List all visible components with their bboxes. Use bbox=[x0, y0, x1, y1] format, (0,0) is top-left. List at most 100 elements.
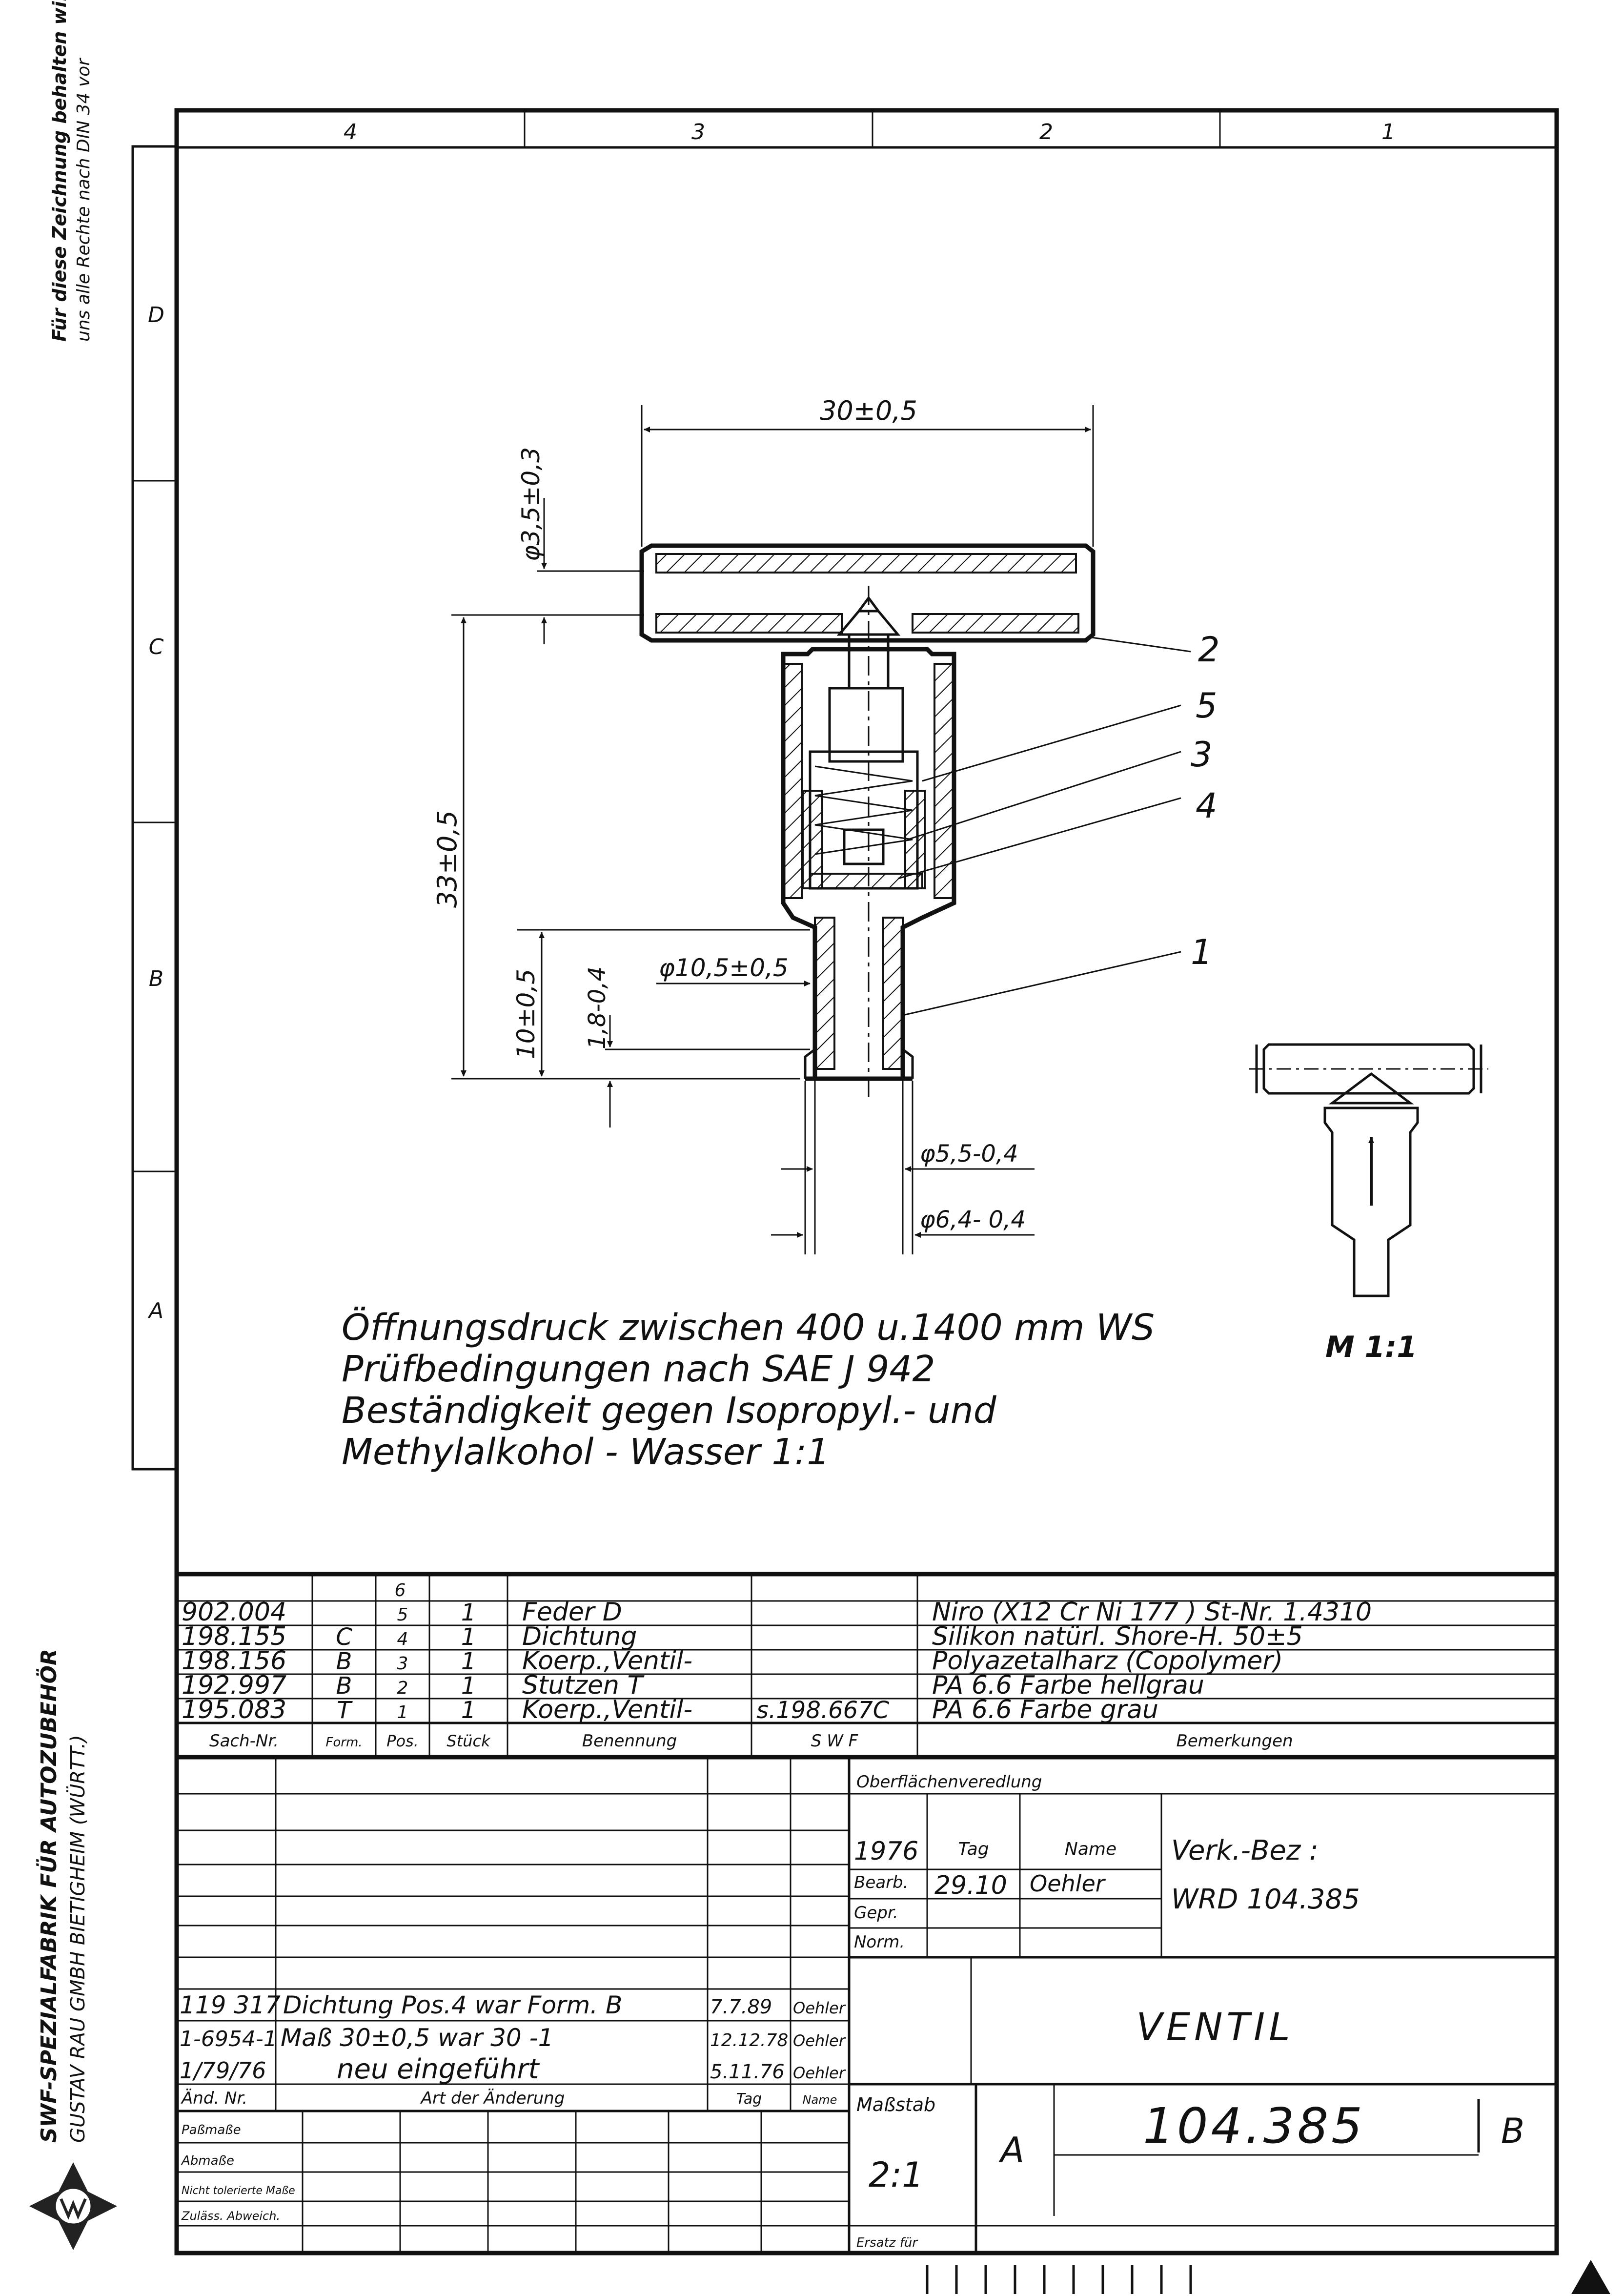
row5-stueck: 1 bbox=[461, 1697, 476, 1724]
tb-revision: B bbox=[1501, 2111, 1524, 2151]
grid-row-C: C bbox=[149, 635, 164, 659]
row2-form: C bbox=[336, 1623, 352, 1651]
change2-nr: 1-6954-1 bbox=[180, 2027, 277, 2051]
company-name: SWF-SPEZIALFABRIK FÜR AUTOZUBEHÖR GUSTAV… bbox=[36, 1649, 89, 2143]
notice-line-2: uns alle Rechte nach DIN 34 vor bbox=[74, 58, 94, 342]
hdr-form: Form. bbox=[325, 1735, 362, 1750]
dim-stem-dia-2: φ6,4- 0,4 bbox=[920, 1206, 1026, 1233]
swf-logo bbox=[29, 2162, 117, 2250]
row4-form: B bbox=[336, 1672, 352, 1700]
change3-art: neu eingeführt bbox=[337, 2053, 540, 2085]
change-hdr-name: Name bbox=[803, 2093, 837, 2107]
change-hdr-nr: Änd. Nr. bbox=[181, 2089, 247, 2108]
change2-tag: 12.12.78 bbox=[710, 2030, 788, 2050]
hdr-swf: S W F bbox=[811, 1731, 858, 1751]
change3-name: Oehler bbox=[793, 2064, 846, 2082]
dimensions: 30±0,5 φ3,5±0,3 33±0,5 10±0,5 1,8-0,4 φ1… bbox=[432, 395, 1094, 1254]
tb-bearb-date: 29.10 bbox=[934, 1871, 1007, 1900]
row5-swf: s.198.667C bbox=[756, 1697, 890, 1724]
tb-title: VENTIL bbox=[1136, 2006, 1294, 2050]
row1-bemerkungen: Niro (X12 Cr Ni 177 ) St-Nr. 1.4310 bbox=[932, 1598, 1372, 1627]
hdr-sach-nr: Sach-Nr. bbox=[209, 1731, 279, 1751]
row5-bemerkungen: PA 6.6 Farbe grau bbox=[932, 1695, 1158, 1724]
row3-bemerkungen: Polyazetalharz (Copolymer) bbox=[932, 1646, 1283, 1676]
tb-ersatz-label: Ersatz für bbox=[856, 2235, 918, 2250]
technical-notes: Öffnungsdruck zwischen 400 u.1400 mm WS … bbox=[342, 1306, 1155, 1473]
grid-row-A: A bbox=[147, 1298, 163, 1323]
grid-col-2: 2 bbox=[1039, 120, 1053, 144]
tol-abmasse: Abmaße bbox=[181, 2153, 234, 2168]
tol-passmasse: Paßmaße bbox=[182, 2123, 241, 2137]
scale-1-1-view: M 1:1 bbox=[1249, 1043, 1488, 1364]
callout-2: 2 bbox=[1198, 630, 1220, 670]
change3-tag: 5.11.76 bbox=[710, 2061, 785, 2083]
change1-name: Oehler bbox=[793, 1999, 846, 2017]
row5-benennung: Koerp.,Ventil- bbox=[522, 1695, 692, 1724]
dim-height: 33±0,5 bbox=[432, 810, 463, 908]
tol-nicht-tol: Nicht tolerierte Maße bbox=[182, 2185, 295, 2197]
change-hdr-tag: Tag bbox=[736, 2091, 762, 2108]
sheet-frame bbox=[174, 108, 1559, 2255]
scale-label: M 1:1 bbox=[1325, 1330, 1417, 1364]
row2-stueck: 1 bbox=[461, 1623, 476, 1651]
change3-nr: 1/79/76 bbox=[180, 2057, 266, 2084]
notice-line-1: Für diese Zeichnung behalten wir bbox=[49, 0, 70, 342]
row1-pos: 5 bbox=[397, 1605, 408, 1625]
tb-tag-label: Tag bbox=[958, 1839, 989, 1859]
change2-art: Maß 30±0,5 war 30 -1 bbox=[281, 2024, 553, 2052]
row4-stueck: 1 bbox=[461, 1672, 476, 1700]
company-line-2: GUSTAV RAU GMBH BIETIGHEIM (WÜRTT.) bbox=[66, 1735, 89, 2143]
grid-row-D: D bbox=[148, 303, 164, 328]
tb-format: A bbox=[998, 2130, 1024, 2171]
change-hdr-art: Art der Änderung bbox=[420, 2089, 565, 2108]
dim-stem-length: 10±0,5 bbox=[512, 969, 540, 1059]
row3-sach-nr: 198.156 bbox=[182, 1646, 286, 1676]
tol-zulaess: Zuläss. Abweich. bbox=[181, 2209, 280, 2223]
row4-sach-nr: 192.997 bbox=[182, 1671, 286, 1700]
row2-benennung: Dichtung bbox=[522, 1622, 637, 1651]
change1-nr: 119 317 bbox=[180, 1991, 281, 2019]
tb-verk-value: WRD 104.385 bbox=[1171, 1884, 1360, 1915]
dim-width: 30±0,5 bbox=[820, 395, 917, 426]
change1-tag: 7.7.89 bbox=[710, 1996, 772, 2018]
row2-pos: 4 bbox=[397, 1629, 408, 1649]
tb-norm-label: Norm. bbox=[854, 1932, 905, 1952]
row5-pos: 1 bbox=[397, 1702, 408, 1722]
grid-col-3: 3 bbox=[691, 120, 705, 144]
title-block: 119 317 Dichtung Pos.4 war Form. B 7.7.8… bbox=[177, 1757, 1557, 2253]
callout-1: 1 bbox=[1191, 932, 1213, 972]
tb-gepr-label: Gepr. bbox=[854, 1903, 898, 1923]
note-line-3: Beständigkeit gegen Isopropyl.- und bbox=[342, 1390, 997, 1432]
row3-form: B bbox=[336, 1648, 352, 1675]
tb-drawing-no: 104.385 bbox=[1143, 2097, 1365, 2154]
row4-pos: 2 bbox=[397, 1678, 408, 1698]
row1-benennung: Feder D bbox=[522, 1598, 622, 1627]
parts-list: 6 902.004 5 1 Feder D Niro (X12 Cr Ni 17… bbox=[177, 1572, 1557, 1760]
hdr-pos: Pos. bbox=[386, 1732, 419, 1750]
part-callouts: 2 5 3 4 1 bbox=[897, 630, 1220, 1016]
row2-sach-nr: 198.155 bbox=[182, 1622, 286, 1651]
callout-4: 4 bbox=[1196, 786, 1218, 826]
row4-benennung: Stutzen T bbox=[522, 1671, 645, 1700]
dim-body-dia: φ10,5±0,5 bbox=[659, 954, 789, 982]
row2-bemerkungen: Silikon natürl. Shore-H. 50±5 bbox=[932, 1622, 1303, 1651]
callout-3: 3 bbox=[1191, 735, 1213, 775]
row1-sach-nr: 902.004 bbox=[182, 1598, 286, 1627]
tb-massstab-label: Maßstab bbox=[856, 2094, 935, 2115]
change1-art: Dichtung Pos.4 war Form. B bbox=[283, 1991, 622, 2019]
row-strip bbox=[131, 145, 178, 1471]
note-line-2: Prüfbedingungen nach SAE J 942 bbox=[342, 1348, 935, 1390]
copyright-notice: Für diese Zeichnung behalten wir uns all… bbox=[49, 0, 94, 342]
row3-stueck: 1 bbox=[461, 1648, 476, 1675]
note-line-1: Öffnungsdruck zwischen 400 u.1400 mm WS bbox=[342, 1306, 1155, 1349]
row4-bemerkungen: PA 6.6 Farbe hellgrau bbox=[932, 1671, 1204, 1700]
tb-oberflaeche: Oberflächenveredlung bbox=[856, 1772, 1042, 1792]
tb-year: 1976 bbox=[854, 1837, 918, 1866]
dim-groove: 1,8-0,4 bbox=[584, 966, 611, 1049]
hdr-bemerkungen: Bemerkungen bbox=[1176, 1731, 1293, 1751]
dim-stem-dia-1: φ5,5-0,4 bbox=[920, 1140, 1018, 1168]
row3-benennung: Koerp.,Ventil- bbox=[522, 1646, 692, 1676]
row3-pos: 3 bbox=[397, 1654, 408, 1674]
note-line-4: Methylalkohol - Wasser 1:1 bbox=[342, 1431, 830, 1473]
